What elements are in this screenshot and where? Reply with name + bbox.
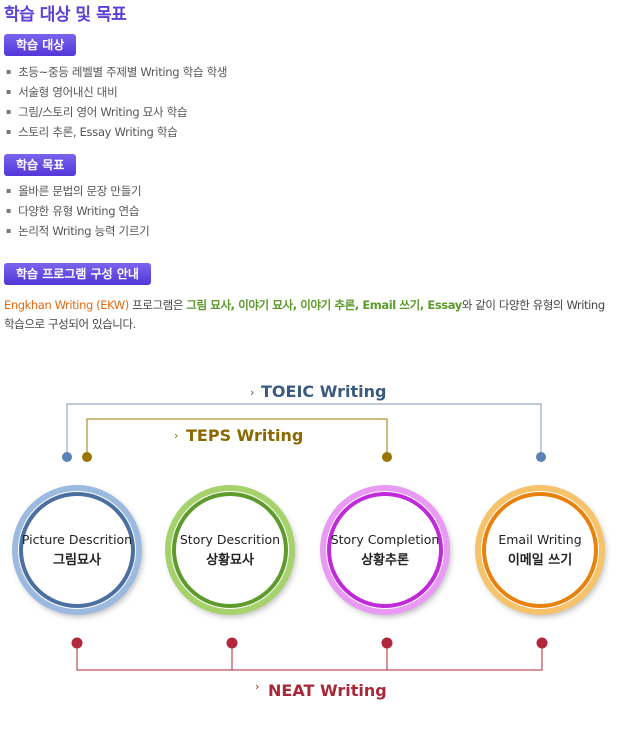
list-item: 올바른 문법의 문장 만들기 <box>6 181 149 201</box>
svg-text:상황추론: 상황추론 <box>361 552 409 568</box>
neat-node <box>71 637 83 649</box>
neat-node <box>226 637 238 649</box>
section-badge-program: 학습 프로그램 구성 안내 <box>4 263 151 285</box>
circle-email-writing: Email Writing 이메일 쓰기 <box>475 485 605 615</box>
teps-arrow-icon: › <box>174 429 178 442</box>
neat-node <box>381 637 393 649</box>
desc-highlight: 그림 묘사, 이야기 묘사, 이야기 추론, Email 쓰기, Essay <box>186 298 462 312</box>
svg-text:Picture Descrition: Picture Descrition <box>22 532 132 547</box>
teps-node <box>382 452 392 462</box>
list-item: 논리적 Writing 능력 기르기 <box>6 221 150 241</box>
teps-label: TEPS Writing <box>186 426 303 445</box>
writing-program-diagram: › TOEIC Writing › TEPS Writing Picture D… <box>12 382 605 700</box>
teps-node <box>82 452 92 462</box>
program-description: Engkhan Writing (EKW) 프로그램은 그림 묘사, 이야기 묘… <box>4 296 614 334</box>
svg-text:Story Descrition: Story Descrition <box>180 532 280 547</box>
neat-node <box>536 637 548 649</box>
list-item: 스토리 추론, Essay Writing 학습 <box>6 122 227 142</box>
page-title: 학습 대상 및 목표 <box>4 5 127 25</box>
neat-bracket <box>76 643 543 671</box>
svg-text:이메일 쓰기: 이메일 쓰기 <box>508 552 572 568</box>
teps-bracket <box>86 418 388 457</box>
toeic-node <box>62 452 72 462</box>
toeic-bracket <box>66 403 542 457</box>
desc-text: 와 같이 다양한 유형의 Writing 학습으로 구성되어 있습니다. <box>4 298 605 331</box>
list-item: 초등~중등 레벨별 주제별 Writing 학습 학생 <box>6 62 227 82</box>
svg-text:상황묘사: 상황묘사 <box>206 552 254 568</box>
neat-arrow-icon: › <box>255 680 259 693</box>
svg-text:Email Writing: Email Writing <box>498 532 581 547</box>
goal-list: 올바른 문법의 문장 만들기 다양한 유형 Writing 연습 논리적 Wri… <box>6 181 150 241</box>
list-item: 서술형 영어내신 대비 <box>6 82 227 102</box>
brand-name: Engkhan Writing (EKW) <box>4 298 129 312</box>
svg-text:Story Completion: Story Completion <box>331 532 440 547</box>
svg-text:그림묘사: 그림묘사 <box>53 552 101 568</box>
list-item: 그림/스토리 영어 Writing 묘사 학습 <box>6 102 227 122</box>
section-badge-target: 학습 대상 <box>4 34 77 56</box>
circle-story-completion: Story Completion 상황추론 <box>320 485 450 615</box>
circle-story-descrition: Story Descrition 상황묘사 <box>165 485 295 615</box>
section-badge-goal: 학습 목표 <box>4 154 77 176</box>
target-list: 초등~중등 레벨별 주제별 Writing 학습 학생 서술형 영어내신 대비 … <box>6 62 227 142</box>
desc-text: 프로그램은 <box>128 298 187 312</box>
list-item: 다양한 유형 Writing 연습 <box>6 201 149 221</box>
neat-label: NEAT Writing <box>268 681 387 700</box>
toeic-node <box>536 452 546 462</box>
toeic-arrow-icon: › <box>250 386 254 399</box>
circle-picture-descrition: Picture Descrition 그림묘사 <box>12 485 142 615</box>
toeic-label: TOEIC Writing <box>261 382 386 401</box>
